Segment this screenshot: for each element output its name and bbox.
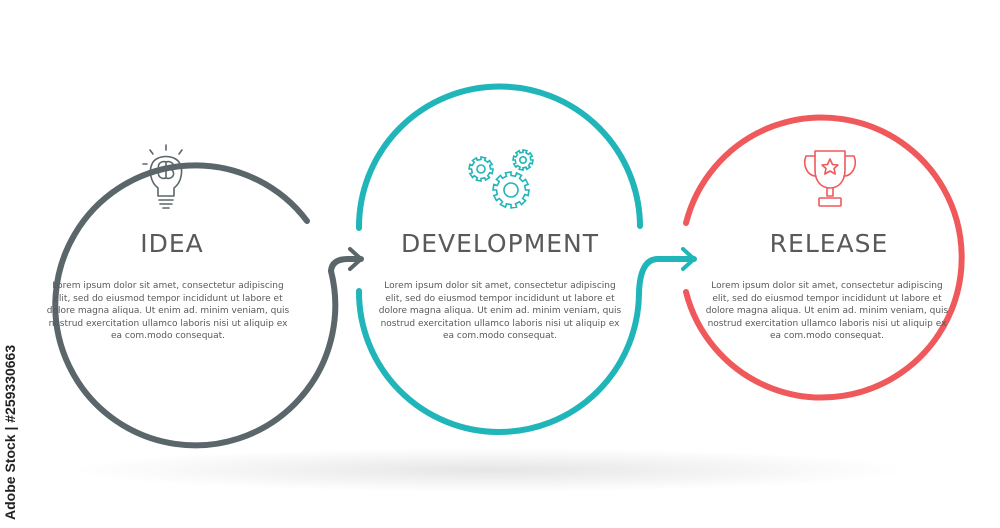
trophy-icon — [803, 150, 857, 207]
ground-shadow — [70, 448, 910, 492]
gear-shape — [468, 156, 494, 182]
stock-watermark: Adobe Stock | #259330663 — [2, 344, 18, 520]
connector-arrow-2 — [636, 256, 697, 296]
ring-idea — [52, 162, 339, 449]
gears-icon — [468, 149, 534, 209]
step-title-idea: IDEA — [140, 229, 204, 258]
gear-hole — [503, 182, 519, 198]
connector-arrow-1 — [328, 256, 364, 274]
gear-hole — [518, 156, 527, 165]
gear-shape — [512, 149, 534, 171]
ring-release — [683, 114, 965, 401]
step-title-release: RELEASE — [769, 229, 889, 258]
arrowhead-1 — [348, 247, 363, 271]
step-text-idea: Lorem ipsum dolor sit amet, consectetur … — [46, 281, 290, 341]
step-text-development: Lorem ipsum dolor sit amet, consectetur … — [378, 281, 622, 341]
gear-hole — [476, 164, 486, 174]
step-text-release: Lorem ipsum dolor sit amet, consectetur … — [705, 281, 949, 341]
ring-development-lower — [355, 288, 642, 435]
lightbulb-brain-icon — [142, 144, 190, 209]
gear-shape — [492, 171, 530, 209]
ring-development — [355, 83, 643, 231]
arrowhead-2 — [681, 247, 696, 271]
step-title-development: DEVELOPMENT — [400, 229, 600, 258]
